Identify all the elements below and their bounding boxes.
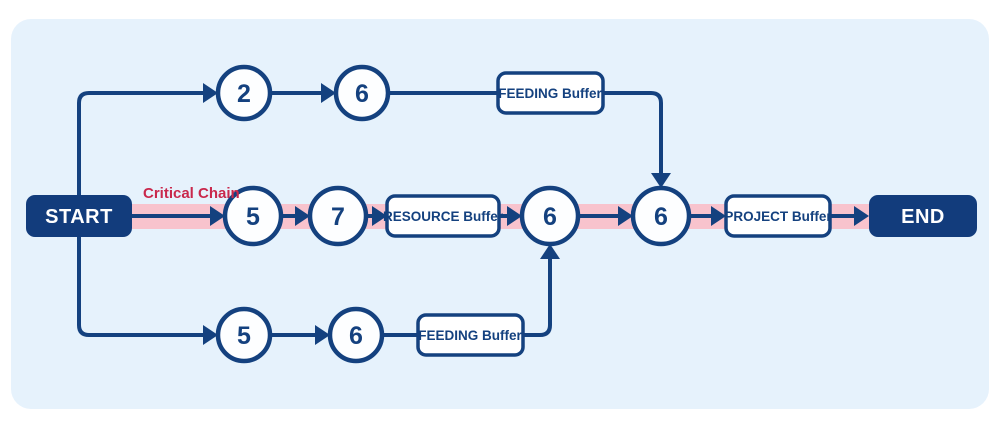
- bottom-node-5: 5: [215, 306, 273, 364]
- buffer-box-rect: [416, 313, 525, 357]
- end-box: [869, 195, 977, 237]
- critical-chain-label: Critical Chain: [143, 185, 240, 202]
- connector-bottom-feeding-buffer-to-chain: [523, 258, 552, 337]
- task-node-circle: [630, 185, 692, 247]
- connector-start-to-top-branch: [77, 91, 204, 216]
- arrowhead-up-into-chain-node-6a: [540, 244, 560, 259]
- chain-node-5: 5: [222, 185, 284, 247]
- top-node-2: 2: [215, 64, 273, 122]
- task-node-circle: [222, 185, 284, 247]
- task-nodes: 2 6 5 7 6 6 5 6: [215, 64, 692, 364]
- arrowhead-down-into-chain-node-6b: [651, 173, 671, 188]
- arrowhead-into-end: [854, 206, 869, 226]
- arrowhead-into-chain-node-6a: [507, 206, 522, 226]
- bottom-node-6: 6: [327, 306, 385, 364]
- buffer-label: FEEDING Buffer: [498, 86, 602, 101]
- chain-node-7: 7: [307, 185, 369, 247]
- end-label: END: [901, 206, 945, 228]
- task-node-circle: [215, 64, 273, 122]
- buffer-label: FEEDING Buffer: [418, 328, 522, 343]
- arrowhead-into-top-node-2: [203, 83, 218, 103]
- connector-start-to-bottom-branch: [77, 216, 203, 337]
- end-node: END: [869, 195, 977, 237]
- task-duration: 5: [246, 203, 260, 231]
- task-duration: 5: [237, 322, 251, 350]
- connector-top-feeding-buffer-to-chain: [603, 91, 663, 174]
- start-label: START: [45, 206, 113, 228]
- task-node-circle: [333, 64, 391, 122]
- arrowhead-into-top-node-6: [321, 83, 336, 103]
- chain-node-6a: 6: [519, 185, 581, 247]
- buffer-box-rect: [385, 194, 501, 238]
- task-duration: 6: [543, 203, 557, 231]
- buffer-label: RESOURCE Buffer: [383, 209, 504, 224]
- task-duration: 6: [349, 322, 363, 350]
- buffer-boxes: FEEDING Buffer RESOURCE Buffer PROJECT B…: [383, 71, 832, 357]
- task-duration: 6: [654, 203, 668, 231]
- arrowhead-into-resource-buffer: [372, 206, 387, 226]
- arrowhead-into-chain-node-7: [295, 206, 310, 226]
- top-node-6: 6: [333, 64, 391, 122]
- start-node: START: [26, 195, 132, 237]
- feeding-buffer-bottom: FEEDING Buffer: [416, 313, 525, 357]
- arrowhead-into-chain-node-5: [210, 206, 225, 226]
- task-node-circle: [307, 185, 369, 247]
- arrowhead-into-chain-node-6b: [618, 206, 633, 226]
- start-box: [26, 195, 132, 237]
- arrowhead-into-bottom-node-5: [203, 325, 218, 345]
- connectors: [77, 83, 869, 345]
- task-node-circle: [519, 185, 581, 247]
- buffer-label: PROJECT Buffer: [724, 209, 832, 224]
- task-node-circle: [327, 306, 385, 364]
- feeding-buffer-top: FEEDING Buffer: [496, 71, 605, 115]
- task-duration: 2: [237, 80, 251, 108]
- project-buffer: PROJECT Buffer: [724, 194, 832, 238]
- task-duration: 6: [355, 80, 369, 108]
- buffer-box-rect: [724, 194, 832, 238]
- resource-buffer: RESOURCE Buffer: [383, 194, 504, 238]
- arrowhead-into-project-buffer: [711, 206, 726, 226]
- arrowhead-into-bottom-node-6: [315, 325, 330, 345]
- task-node-circle: [215, 306, 273, 364]
- buffer-box-rect: [496, 71, 605, 115]
- chain-node-6b: 6: [630, 185, 692, 247]
- task-duration: 7: [331, 203, 345, 231]
